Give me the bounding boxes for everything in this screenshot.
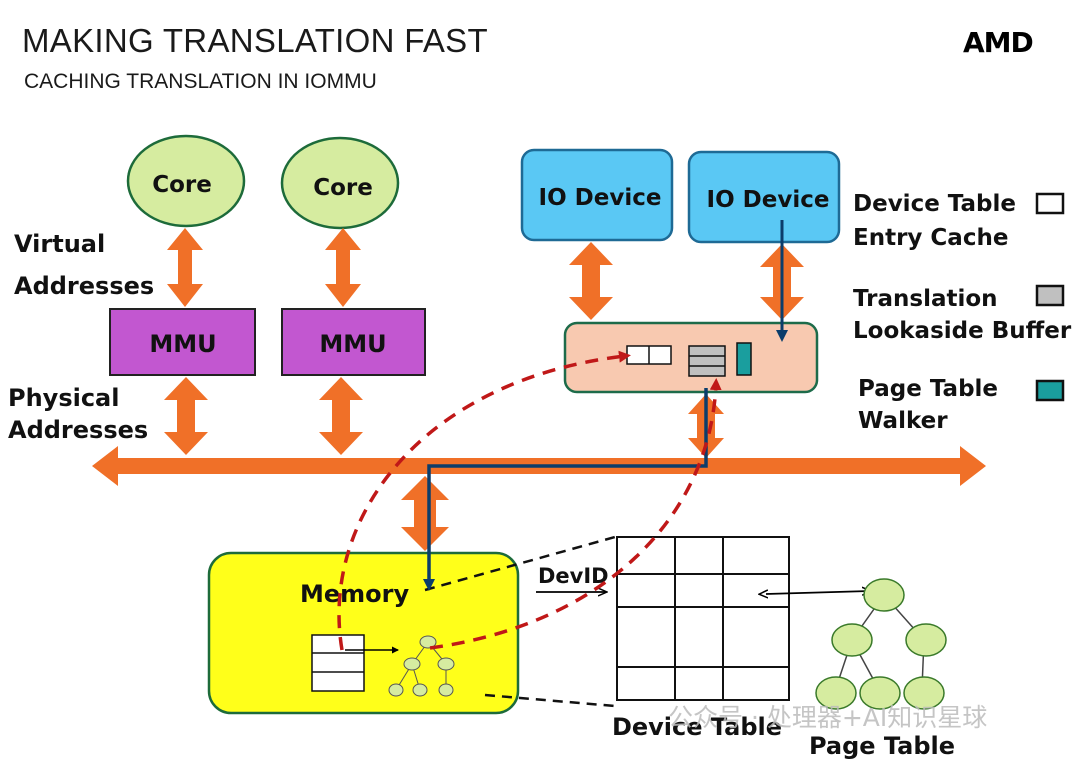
virtual-label-1: Virtual [14,230,105,258]
io-device-2-label: IO Device [707,187,830,213]
memory-block [207,551,520,715]
page-subtitle: CACHING TRANSLATION IN IOMMU [24,70,377,93]
legend-walker-line-2: Walker [858,408,948,434]
device-table-label: Device Table [612,713,782,741]
legend-walker-swatch [1035,379,1065,402]
legend-tlb-line-2: Lookaside Buffer [853,318,1072,344]
bus-memory-arrow [401,476,449,551]
memory-device-table [311,634,365,692]
mmu-1-label: MMU [149,330,216,358]
watermark: 公众号 · 处理器+AI知识星球 [668,703,987,732]
dt-to-pt-arrow [766,591,870,594]
legend-dte-cache-line-1: Device Table [853,191,1016,217]
legend-dte-cache-line-2: Entry Cache [853,225,1008,251]
core-1 [126,134,246,228]
page-table-tree [815,578,947,710]
legend-tlb-line-1: Translation [853,286,998,312]
legend-dte-cache-swatch [1035,192,1065,215]
mmu-2 [281,308,426,376]
legend-tlb-swatch [1035,284,1065,307]
page-table-walker-block [736,342,752,376]
legend: Device Table Entry Cache Translation Loo… [853,191,1072,434]
mmu-1 [109,308,256,376]
virtual-label-2: Addresses [14,272,154,300]
io-device-1-label: IO Device [539,185,662,211]
core-1-label: Core [152,172,212,198]
mmu-2-label: MMU [319,330,386,358]
zoom-line-bottom [484,693,616,708]
core1-mmu-arrow [167,228,203,307]
mmu1-bus-arrow [164,377,208,455]
dte-cache-fill-path [337,350,631,651]
device-table-grid [616,536,790,701]
io1-iommu-arrow [569,242,613,320]
amd-logo: AMD [963,26,1034,59]
tlb-fill-path [429,378,722,650]
memory-page-table-tree [388,635,455,697]
tlb-block [688,345,726,377]
core2-mmu-arrow [325,228,361,307]
page-title: MAKING TRANSLATION FAST [22,22,488,59]
physical-label-1: Physical [8,384,119,412]
io-device-2 [687,150,841,244]
devid-label: DevID [538,564,609,588]
device-table-entry-cache [626,345,672,365]
io-device-1 [520,148,674,242]
memory-label: Memory [300,580,409,608]
legend-walker-line-1: Page Table [858,376,998,402]
core-2 [280,136,400,230]
physical-label-2: Addresses [8,416,148,444]
mmu2-bus-arrow [319,377,363,455]
page-walk-path [423,388,708,591]
page-table-label: Page Table [809,732,955,760]
core-2-label: Core [313,175,373,201]
